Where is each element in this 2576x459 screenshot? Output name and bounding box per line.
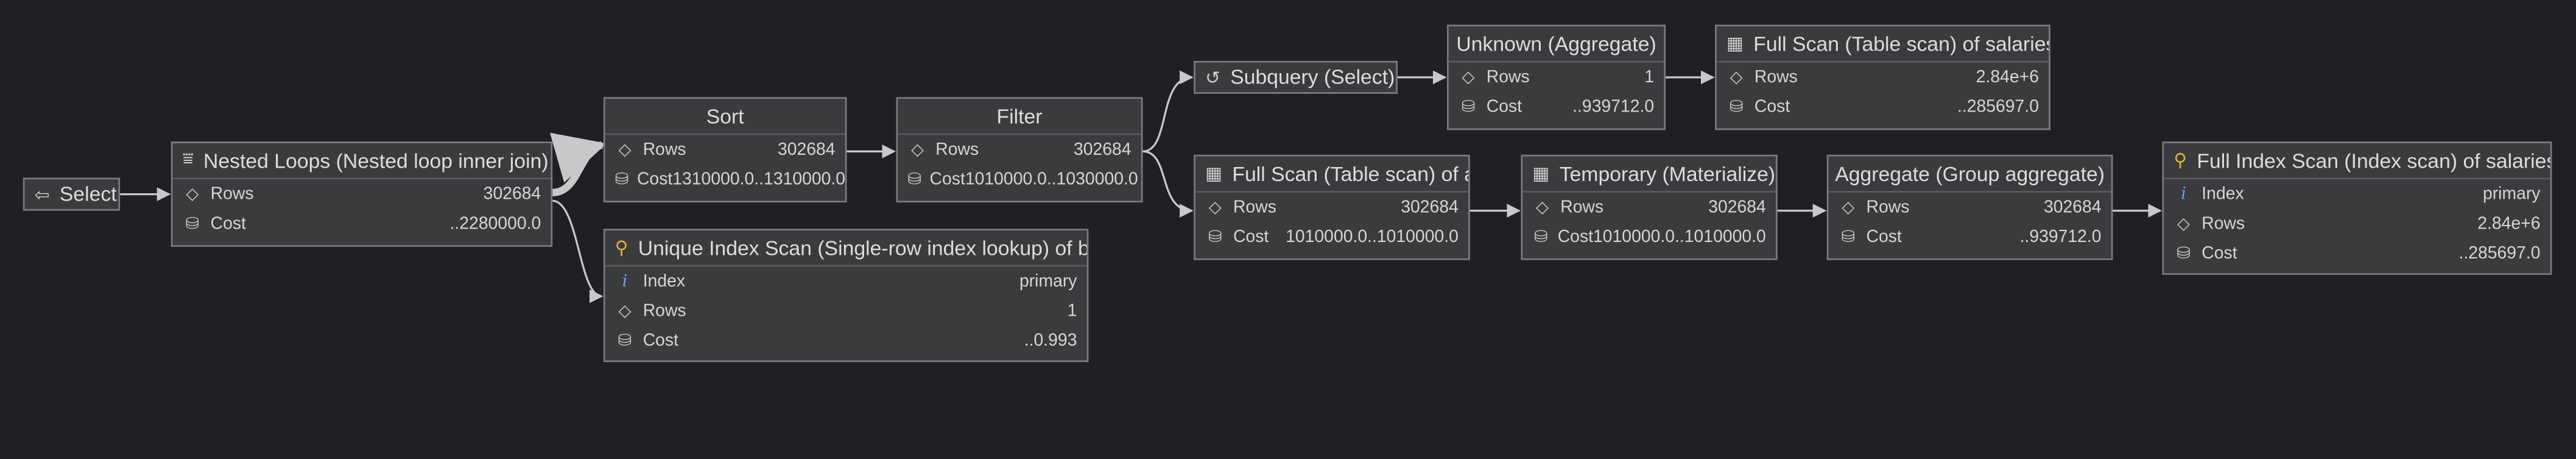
diamond-icon: ◇ [618,140,632,159]
diamond-icon: ◇ [618,302,632,321]
node-full-scan-salaries[interactable]: ▦ Full Scan (Table scan) of salaries ◇ R… [1715,24,2050,130]
rows-row: ◇ Rows 302684 [898,135,1141,165]
cost-row: ⛁ Cost 1010000.0..1010000.0 [1522,222,1776,252]
key-icon: ⚲ [614,238,628,258]
database-icon: ⛁ [1729,98,1744,116]
node-title: Sort [706,104,744,128]
node-full-index-scan[interactable]: ⚲ Full Index Scan (Index scan) of salari… [2162,141,2552,275]
node-title: Temporary (Materialize) [1559,162,1776,185]
cost-row: ⛁ Cost 1310000.0..1310000.0 [614,169,846,190]
edge-filter-fullscan-a [1142,150,1194,218]
node-nested-loops[interactable]: ⩸ Nested Loops (Nested loop inner join) … [171,141,553,247]
database-icon: ⛁ [1841,227,1856,246]
table-icon: ▦ [1532,165,1550,185]
cost-row: ⛁ Cost ..939712.0 [1828,222,2111,252]
node-title: Aggregate (Group aggregate) [1835,162,2105,185]
diamond-icon: ◇ [2177,215,2190,233]
diamond-icon: ◇ [1208,198,1222,217]
index-row: i Index primary [605,266,1087,296]
index-row: i Index primary [2164,179,2550,209]
table-icon: ▦ [1726,34,1744,55]
edge-filter-subquery [1142,70,1194,153]
node-temporary[interactable]: ▦ Temporary (Materialize) ◇ Rows 302684 … [1521,154,1778,260]
rows-row: ◇ Rows 302684 [1522,193,1776,222]
info-icon: i [2181,185,2186,204]
rows-row: ◇ Rows 2.84e+6 [2164,209,2550,239]
node-select[interactable]: ⇦ Select [23,177,121,211]
cost-row: ⛁ Cost ..0.993 [605,326,1087,356]
rows-row: ◇ Rows 302684 [173,179,551,209]
node-unique-index-scan[interactable]: ⚲ Unique Index Scan (Single-row index lo… [603,229,1089,362]
node-title: Select [59,182,117,206]
key-icon: ⚲ [2173,151,2187,171]
subquery-icon: ↺ [1205,68,1220,88]
rows-row: ◇ Rows 2.84e+6 [1717,63,2049,93]
table-icon: ▦ [1205,165,1223,185]
node-title: Nested Loops (Nested loop inner join) [203,149,549,173]
node-title: Filter [996,104,1043,128]
node-aggregate[interactable]: Aggregate (Group aggregate) ◇ Rows 30268… [1826,154,2113,260]
rows-row: ◇ Rows 1 [605,296,1087,326]
rows-row: ◇ Rows 302684 [1195,193,1468,222]
cost-row: ⛁ Cost ..2280000.0 [173,209,551,239]
node-title: Full Scan (Table scan) of a [1232,162,1469,185]
cost-row: ⛁ Cost ..285697.0 [1717,92,2049,122]
node-filter[interactable]: Filter ◇ Rows 302684 ⛁ Cost 1010000.0..1… [896,97,1143,203]
database-icon: ⛁ [185,215,200,233]
rows-row: ◇ Rows 302684 [605,135,845,165]
edge-nested-unique [552,199,604,304]
cost-row: ⛁ Cost ..939712.0 [1449,92,1664,122]
cost-row: ⛁ Cost 1010000.0..1010000.0 [1195,222,1468,252]
node-title: Full Index Scan (Index scan) of salaries [2197,149,2550,173]
diamond-icon: ◇ [1730,68,1743,87]
database-icon: ⛁ [614,170,629,189]
database-icon: ⛁ [1533,227,1548,246]
cost-row: ⛁ Cost ..285697.0 [2164,239,2550,269]
diamond-icon: ◇ [1536,198,1549,217]
select-arrow-icon: ⇦ [34,185,50,205]
rows-row: ◇ Rows 302684 [1828,193,2111,222]
node-title: Subquery (Select) [1230,66,1395,89]
rows-row: ◇ Rows 1 [1449,63,1664,93]
database-icon: ⛁ [618,332,632,350]
node-title: Full Scan (Table scan) of salaries [1753,32,2049,55]
database-icon: ⛁ [2177,244,2191,263]
cost-row: ⛁ Cost 1010000.0..1030000.0 [907,169,1138,190]
node-title: Unknown (Aggregate) [1456,32,1656,55]
diamond-icon: ◇ [186,185,199,204]
node-title: Unique Index Scan (Single-row index look… [638,236,1087,260]
diamond-icon: ◇ [911,140,924,159]
diamond-icon: ◇ [1842,198,1855,217]
database-icon: ⛁ [1208,227,1222,246]
database-icon: ⛁ [907,170,922,189]
database-icon: ⛁ [1461,98,1476,116]
node-sort[interactable]: Sort ◇ Rows 302684 ⛁ Cost 1310000.0..131… [603,97,847,203]
edge-nested-sort [549,132,607,196]
nested-loop-icon: ⩸ [182,149,194,170]
info-icon: i [622,272,628,291]
node-subquery[interactable]: ↺ Subquery (Select) [1194,60,1398,94]
diamond-icon: ◇ [1462,68,1475,87]
node-unknown-aggregate[interactable]: Unknown (Aggregate) ◇ Rows 1 ⛁ Cost ..93… [1447,24,1666,130]
node-full-scan-a[interactable]: ▦ Full Scan (Table scan) of a ◇ Rows 302… [1194,154,1470,260]
